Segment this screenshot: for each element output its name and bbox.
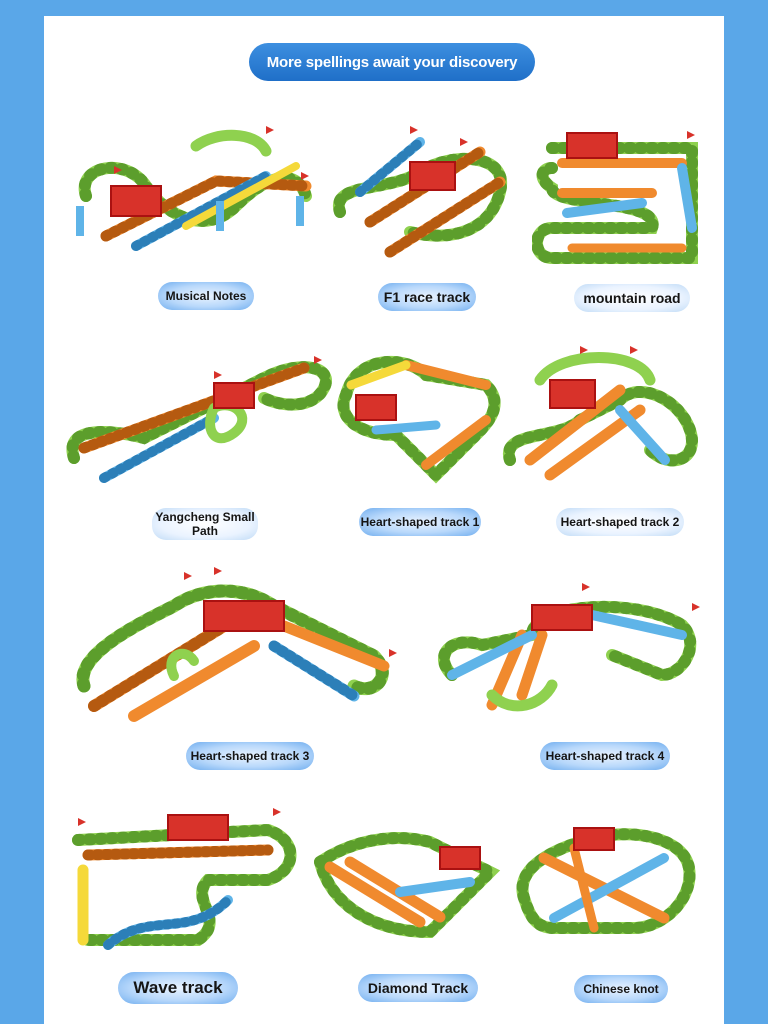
track-label-musical-notes: Musical Notes	[158, 282, 254, 310]
track-label-yangcheng-small-path: Yangcheng Small Path	[152, 508, 258, 540]
track-image-diamond-track	[314, 832, 501, 939]
track-label-f1-race-track: F1 race track	[378, 283, 476, 311]
track-label-heart-shaped-track-1: Heart-shaped track 1	[359, 508, 481, 536]
track-image-heart-shaped-track-2	[502, 346, 698, 481]
header-banner: More spellings await your discovery	[249, 43, 535, 81]
track-image-heart-shaped-track-3	[76, 567, 397, 722]
track-label-heart-shaped-track-3: Heart-shaped track 3	[186, 742, 314, 770]
track-image-heart-shaped-track-1	[337, 356, 501, 484]
track-image-yangcheng-small-path	[66, 356, 332, 483]
track-image-musical-notes	[76, 126, 312, 251]
track-label-mountain-road: mountain road	[574, 284, 690, 312]
track-label-diamond-track: Diamond Track	[358, 974, 478, 1002]
track-label-heart-shaped-track-4: Heart-shaped track 4	[540, 742, 670, 770]
track-image-mountain-road	[532, 131, 698, 264]
track-image-chinese-knot	[516, 827, 696, 934]
track-image-f1-race-track	[332, 126, 508, 258]
track-label-wave-track: Wave track	[118, 972, 238, 1004]
track-image-wave-track	[72, 808, 297, 950]
track-label-heart-shaped-track-2: Heart-shaped track 2	[556, 508, 684, 536]
track-image-heart-shaped-track-4	[438, 583, 700, 712]
track-label-chinese-knot: Chinese knot	[574, 975, 668, 1003]
